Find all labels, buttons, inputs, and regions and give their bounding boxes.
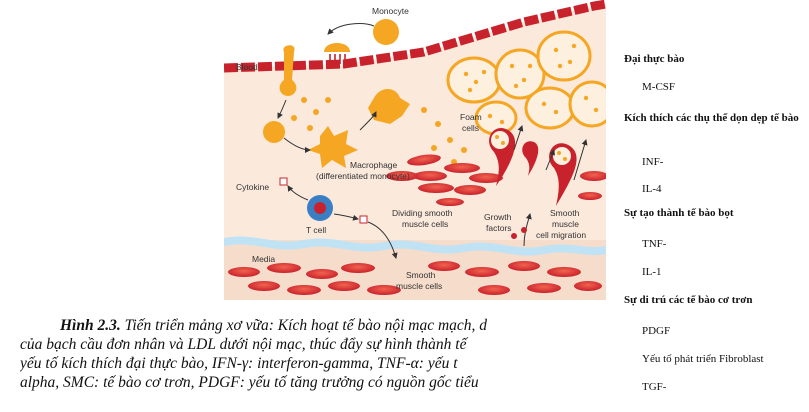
sidebar-item-tnf: TNF-: [642, 238, 667, 250]
foam-cell-cluster: [446, 30, 616, 136]
sidebar-item-inf: INF-: [642, 156, 664, 168]
elastic-lamina-wave: [224, 236, 606, 256]
adhering-monocyte: [324, 43, 350, 52]
caption-line-2: của bạch cầu đơn nhân và LDL dưới nội mạ…: [20, 336, 467, 353]
label-cytokine: Cytokine: [236, 182, 269, 192]
label-smc-migration-3: cell migration: [536, 230, 586, 240]
sidebar-heading-foam: Sự tạo thành tế bào bọt: [624, 207, 734, 219]
sidebar-item-pdgf: PDGF: [642, 325, 671, 337]
label-foam-cells-1: Foam: [460, 112, 482, 122]
sidebar-heading-macrophage: Đại thực bào: [624, 53, 685, 65]
sidebar-item-il4: IL-4: [642, 183, 662, 195]
sidebar-heading-smc-migration: Sự di trú các tế bào cơ trơn: [624, 294, 753, 306]
label-media: Media: [252, 254, 275, 264]
label-dividing-2: muscle cells: [402, 219, 448, 229]
atherosclerosis-diagram: Monocyte Blood Foam cells Macrophage (di…: [223, 0, 616, 300]
sidebar-heading-scavenger: Kích thích các thụ thể dọn dẹp tế bào: [624, 112, 799, 124]
label-growth-1: Growth: [484, 212, 512, 222]
cytokine-marker-2: [359, 215, 368, 224]
endothelium: [223, 0, 607, 73]
transmigrating-monocyte: [279, 45, 297, 96]
monocyte: [373, 19, 399, 45]
label-foam-cells-2: cells: [462, 123, 479, 133]
sidebar-item-fibroblast: Yếu tố phát triển Fibroblast: [642, 353, 764, 365]
label-smooth-muscle-2: muscle cells: [396, 281, 442, 291]
label-macrophage-1: Macrophage: [350, 160, 398, 170]
label-dividing-1: Dividing smooth: [392, 208, 453, 218]
sidebar-item-il1: IL-1: [642, 266, 662, 278]
migrating-smc-3: [522, 141, 539, 176]
figure-caption: Hình 2.3. Tiến triển mảng xơ vữa: Kích h…: [20, 316, 610, 412]
sidebar-item-tgf: TGF-: [642, 381, 667, 393]
caption-line-4: alpha, SMC: tế bào cơ trơn, PDGF: yếu tố…: [20, 374, 479, 391]
sidebar-item-mcsf: M-CSF: [642, 81, 676, 93]
label-blood: Blood: [236, 62, 258, 72]
macrophage-large: [368, 89, 410, 124]
caption-title: Hình 2.3.: [60, 317, 121, 334]
caption-line-1: Tiến triển mảng xơ vữa: Kích hoạt tế bào…: [120, 317, 488, 334]
label-smc-migration-1: Smooth: [550, 208, 580, 218]
label-growth-2: factors: [486, 223, 512, 233]
label-t-cell: T cell: [306, 225, 326, 235]
label-smooth-muscle-1: Smooth: [406, 270, 436, 280]
cytokine-marker-1: [279, 177, 288, 186]
macrophage: [308, 126, 358, 168]
label-monocyte: Monocyte: [372, 6, 409, 16]
label-macrophage-2: (differentiated monocyte): [316, 171, 410, 181]
label-smc-migration-2: muscle: [552, 219, 579, 229]
mediator-sidebar: Đại thực bào M-CSF Kích thích các thụ th…: [606, 0, 809, 412]
caption-line-3: yếu tố kích thích đại thực bào, IFN-γ: i…: [20, 355, 458, 372]
